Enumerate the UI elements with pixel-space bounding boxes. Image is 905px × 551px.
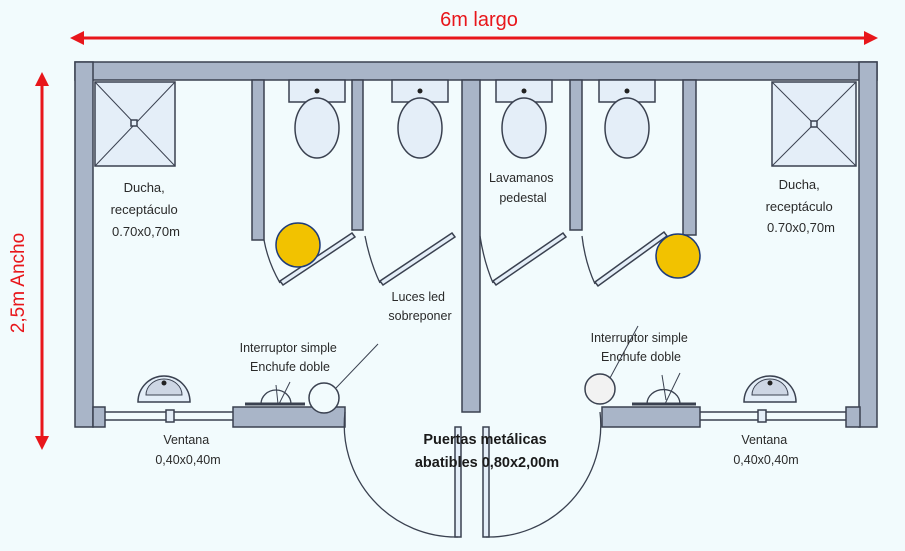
switch-right-label: Interruptor simple Enchufe doble: [591, 331, 692, 364]
sink-label: Lavamanos pedestal: [489, 171, 557, 205]
outlet-left: [245, 381, 305, 406]
length-label: 6m largo: [440, 9, 518, 31]
toilet-2: [391, 79, 449, 159]
outlet-right: [632, 372, 696, 406]
shower-right-label: Ducha, receptáculo 0.70x0,70m: [766, 177, 837, 235]
switch-right: [584, 373, 616, 405]
window-right-label: Ventana 0,40x0,40m: [733, 433, 798, 467]
width-dimension: 2,5m Ancho: [8, 72, 49, 450]
entry-doors: [343, 411, 602, 538]
shower-right: [771, 81, 857, 167]
walls: [74, 61, 878, 428]
length-dimension: 6m largo: [70, 9, 878, 45]
window-left: [105, 409, 233, 423]
toilet-4: [598, 79, 656, 159]
switch-left-label: Interruptor simple Enchufe doble: [240, 341, 341, 374]
window-left-label: Ventana 0,40x0,40m: [155, 433, 220, 467]
led-light-right: [655, 233, 701, 279]
washbasin-left: [137, 375, 191, 403]
lights-label: Luces led sobreponer: [388, 290, 451, 323]
toilet-3: [495, 79, 553, 159]
toilet-1: [288, 79, 346, 159]
stall-doors: [263, 230, 669, 288]
shower-left-label: Ducha, receptáculo 0.70x0,70m: [111, 180, 182, 239]
leader-line: [335, 343, 379, 389]
doors-label: Puertas metálicas abatibles 0,80x2,00m: [415, 432, 559, 471]
switch-left: [308, 382, 340, 414]
leader-line: [609, 325, 639, 379]
washbasin-right: [743, 375, 797, 403]
led-light-left: [275, 222, 321, 268]
window-right: [700, 409, 846, 423]
shower-left: [94, 81, 176, 167]
width-label: 2,5m Ancho: [8, 233, 29, 333]
